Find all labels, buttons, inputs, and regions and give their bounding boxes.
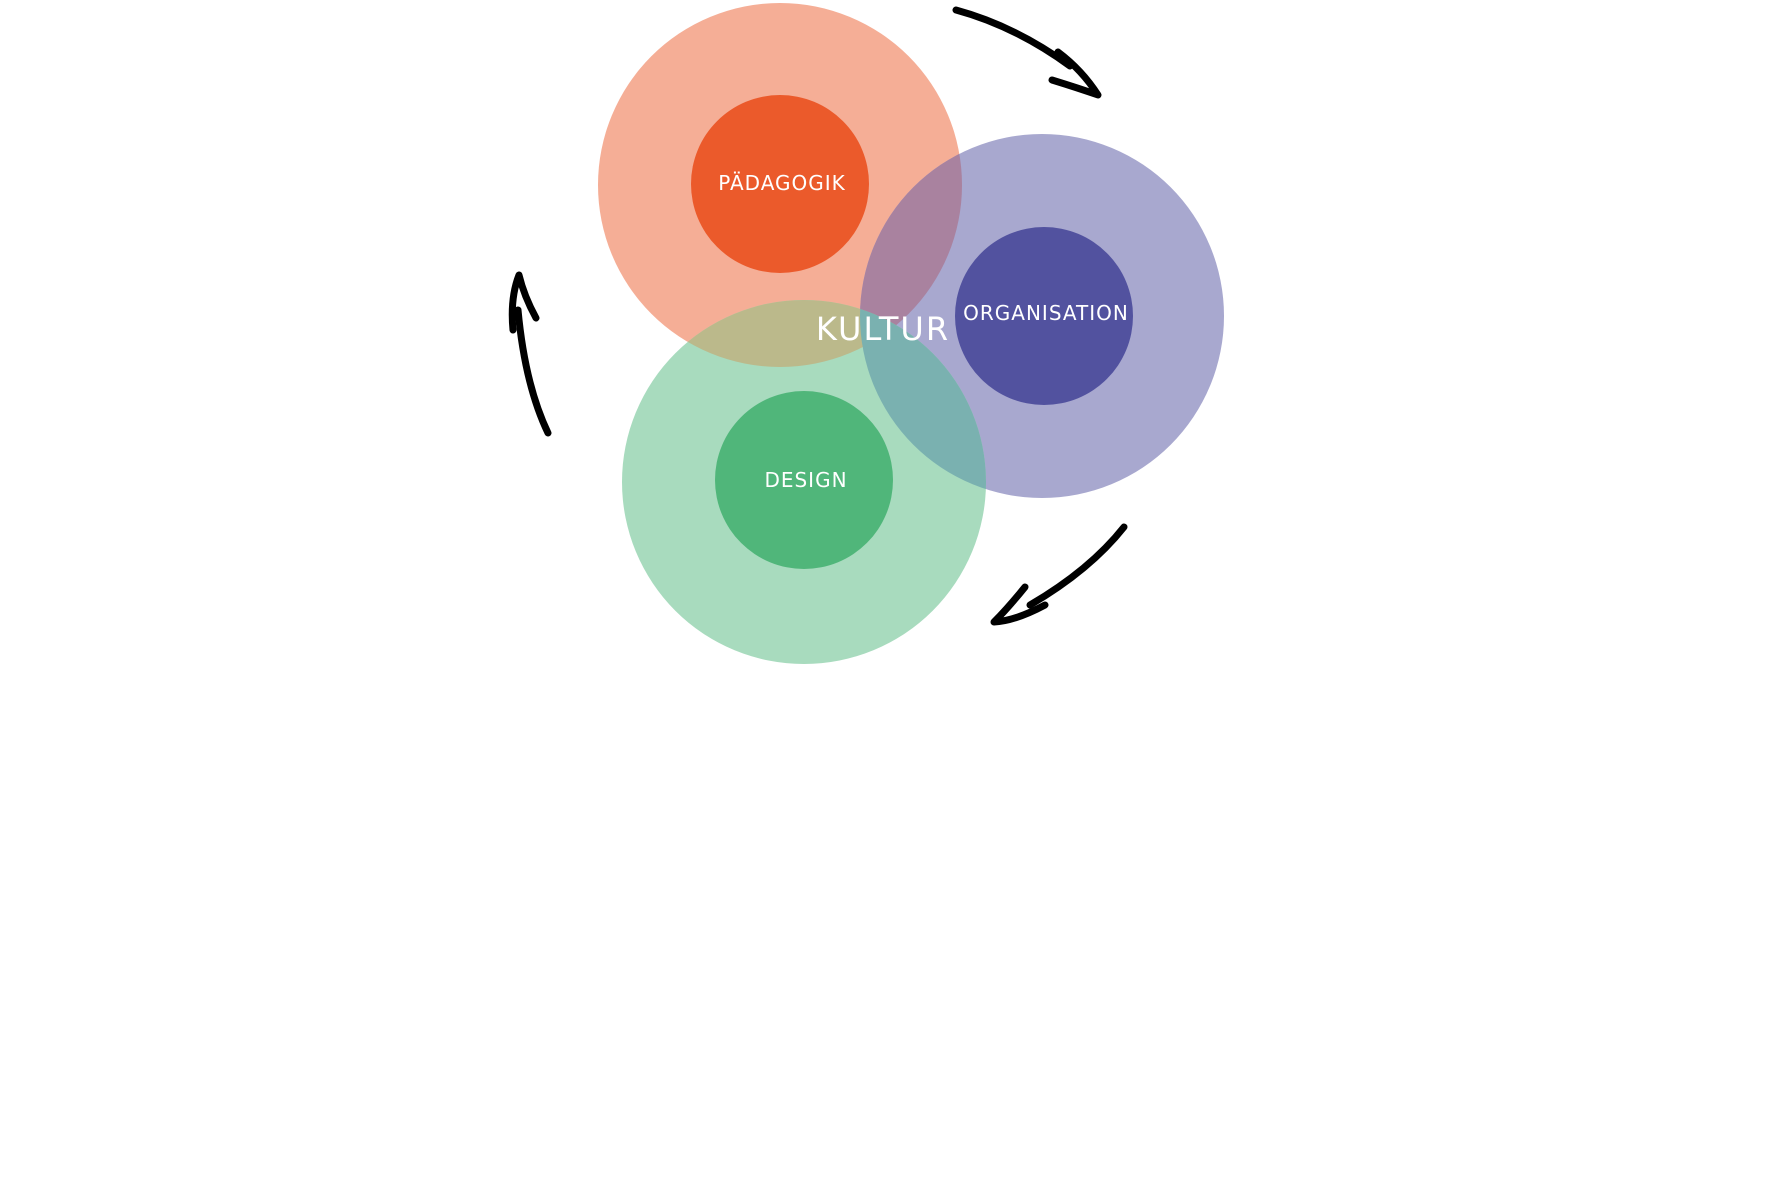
overlap-paedagogik-organisation bbox=[860, 134, 962, 367]
arrow-bottom-right bbox=[990, 523, 1128, 626]
overlap-organisation-design bbox=[860, 300, 986, 498]
organisation-label: ORGANISATION bbox=[963, 301, 1129, 325]
organisation-inner-circle bbox=[955, 227, 1133, 405]
paedagogik-label: PÄDAGOGIK bbox=[718, 171, 846, 195]
design-inner-circle bbox=[715, 391, 893, 569]
arrow-left bbox=[508, 271, 552, 437]
design-label: DESIGN bbox=[764, 468, 847, 492]
center-label-kultur: KULTUR bbox=[816, 310, 950, 348]
paedagogik-inner-circle bbox=[691, 95, 869, 273]
arrow-top-right bbox=[952, 6, 1102, 99]
